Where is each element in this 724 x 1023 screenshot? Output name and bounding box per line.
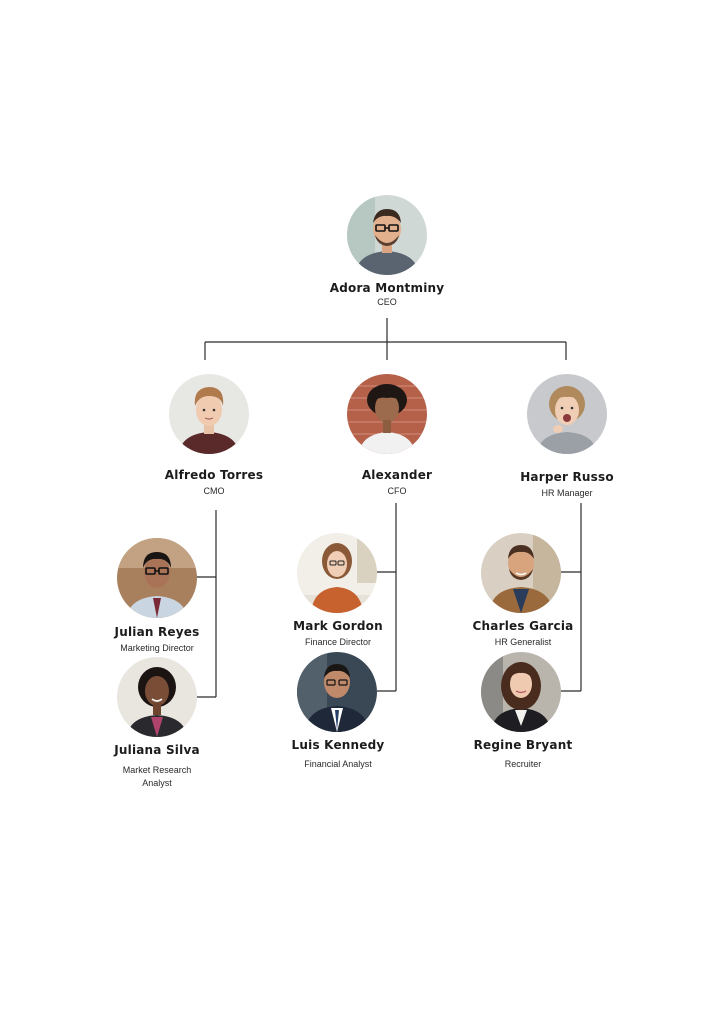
cmo-avatar bbox=[169, 374, 249, 454]
marketing-director-avatar bbox=[117, 538, 197, 618]
hr-generalist-role: HR Generalist bbox=[494, 637, 552, 647]
marketing-director-name: Julian Reyes bbox=[114, 625, 200, 639]
recruiter-role: Recruiter bbox=[504, 759, 542, 769]
cmo-role: CMO bbox=[203, 486, 225, 496]
marketing-director-role: Marketing Director bbox=[120, 643, 194, 653]
market-research-analyst-role: Market Research Analyst bbox=[87, 764, 227, 790]
ceo-name: Adora Montminy bbox=[329, 281, 445, 295]
ceo-role: CEO bbox=[377, 297, 397, 307]
cfo-name: Alexander bbox=[361, 468, 433, 482]
finance-director-avatar bbox=[297, 533, 377, 613]
finance-director-name: Mark Gordon bbox=[293, 619, 383, 633]
financial-analyst-avatar bbox=[297, 652, 377, 732]
hr-manager-name: Harper Russo bbox=[520, 470, 614, 484]
market-research-analyst-role-line1: Market Research bbox=[122, 765, 192, 775]
recruiter-avatar bbox=[481, 652, 561, 732]
cfo-role: CFO bbox=[387, 486, 407, 496]
hr-manager-role: HR Manager bbox=[541, 488, 593, 498]
financial-analyst-name: Luis Kennedy bbox=[291, 738, 385, 752]
hr-generalist-avatar bbox=[481, 533, 561, 613]
market-research-analyst-name: Juliana Silva bbox=[114, 743, 200, 757]
financial-analyst-role: Financial Analyst bbox=[304, 759, 372, 769]
ceo-avatar bbox=[347, 195, 427, 275]
market-research-analyst-avatar bbox=[117, 657, 197, 737]
market-research-analyst-role-line2: Analyst bbox=[142, 778, 172, 788]
recruiter-name: Regine Bryant bbox=[473, 738, 573, 752]
hr-generalist-name: Charles Garcia bbox=[472, 619, 574, 633]
cfo-avatar bbox=[347, 374, 427, 454]
cmo-name: Alfredo Torres bbox=[164, 468, 264, 482]
finance-director-role: Finance Director bbox=[304, 637, 372, 647]
hr-manager-avatar bbox=[527, 374, 607, 454]
